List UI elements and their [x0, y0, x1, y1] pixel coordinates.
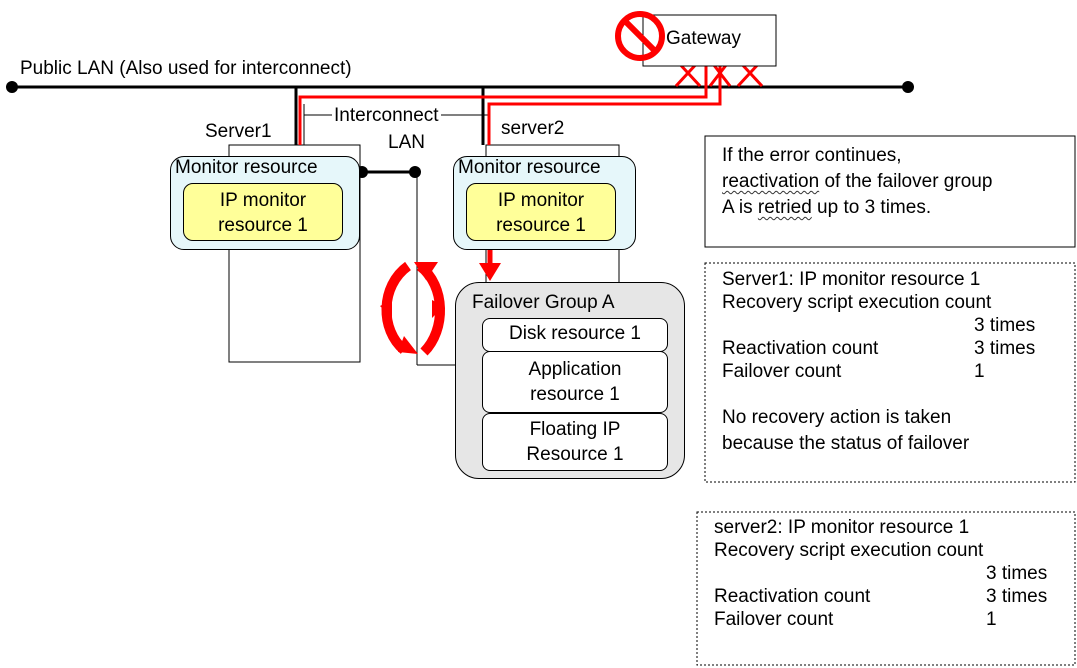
server1-script-label: Recovery script execution count	[722, 292, 992, 313]
server2-status-title: server2: IP monitor resource 1	[714, 517, 970, 538]
prohibited-icon	[615, 11, 665, 61]
note-line2: reactivation of the failover group	[722, 169, 1072, 195]
server2-label: server2	[501, 118, 565, 139]
floating-ip-resource-line2: Resource 1	[526, 444, 624, 465]
server2-monitor-resource: Monitor resource IP monitor resource 1	[453, 156, 636, 250]
server1-note-line1: No recovery action is taken	[722, 407, 952, 428]
retry-cycle-icon	[380, 261, 445, 356]
server1-failover-label: Failover count	[722, 361, 842, 382]
server1-label: Server1	[205, 121, 272, 142]
ip-monitor-resource: IP monitor resource 1	[466, 183, 616, 241]
monitor-resource-label: Monitor resource	[175, 157, 318, 178]
lan-endpoint-left	[6, 81, 18, 93]
ip-monitor-resource: IP monitor resource 1	[183, 183, 343, 241]
server1-note-line2: because the status of failover	[722, 433, 970, 454]
note-line2-rest: of the failover group	[819, 171, 993, 192]
application-resource: Application resource 1	[482, 351, 668, 413]
interconnect-lan-label: LAN	[388, 132, 425, 153]
server2-reactivation-value: 3 times	[986, 586, 1048, 607]
application-resource-line2: resource 1	[530, 384, 620, 405]
server1-monitor-resource: Monitor resource IP monitor resource 1	[170, 156, 360, 250]
note-line1: If the error continues,	[722, 145, 902, 166]
note-box-frame	[704, 135, 1076, 248]
lan-endpoint-right	[902, 81, 914, 93]
note-line3: A is retried up to 3 times.	[722, 195, 1072, 221]
server1-failover-value: 1	[974, 361, 985, 382]
interconnect-node-right	[409, 166, 421, 178]
ip-monitor-line1: IP monitor	[497, 190, 585, 211]
floating-ip-resource-line1: Floating IP	[529, 419, 621, 440]
monitor-resource-label: Monitor resource	[458, 157, 601, 178]
server1-status: Server1: IP monitor resource 1 Recovery …	[722, 268, 1072, 458]
server2-failover-label: Failover count	[714, 609, 834, 630]
server2-script-label: Recovery script execution count	[714, 540, 984, 561]
disk-resource: Disk resource 1	[482, 318, 668, 352]
failover-group-a: Failover Group A Disk resource 1 Applica…	[455, 282, 685, 479]
server2-status: server2: IP monitor resource 1 Recovery …	[714, 516, 1072, 631]
ip-monitor-line1: IP monitor	[219, 190, 307, 211]
server1-status-title: Server1: IP monitor resource 1	[722, 269, 981, 290]
failover-group-title: Failover Group A	[472, 292, 615, 313]
server1-reactivation-value: 3 times	[974, 338, 1036, 359]
disk-resource-label: Disk resource 1	[509, 323, 641, 344]
floating-ip-resource: Floating IP Resource 1	[482, 413, 668, 471]
ip-monitor-line2: resource 1	[496, 215, 586, 236]
application-resource-line1: Application	[528, 359, 622, 380]
server1-status-frame	[704, 262, 1076, 483]
server1-script-value: 3 times	[974, 315, 1036, 336]
server2-status-frame	[696, 511, 1076, 666]
note-retried-text: retried	[757, 197, 812, 218]
ping-path-server2	[487, 62, 722, 145]
gateway-label: Gateway	[666, 28, 741, 49]
note-line3-rest: up to 3 times.	[811, 197, 932, 218]
ping-path-server1	[298, 60, 708, 145]
interconnect-label: Interconnect	[332, 105, 441, 127]
retry-note: If the error continues, reactivation of …	[722, 143, 1072, 221]
server1-reactivation-label: Reactivation count	[722, 338, 879, 359]
server2-failover-value: 1	[986, 609, 997, 630]
server2-script-value: 3 times	[986, 563, 1048, 584]
server2-reactivation-label: Reactivation count	[714, 586, 871, 607]
ip-monitor-line2: resource 1	[218, 215, 308, 236]
public-lan-label: Public LAN (Also used for interconnect)	[20, 58, 352, 79]
note-reactivation-text: reactivation	[722, 171, 820, 192]
note-line3-pre: A is	[722, 197, 758, 218]
